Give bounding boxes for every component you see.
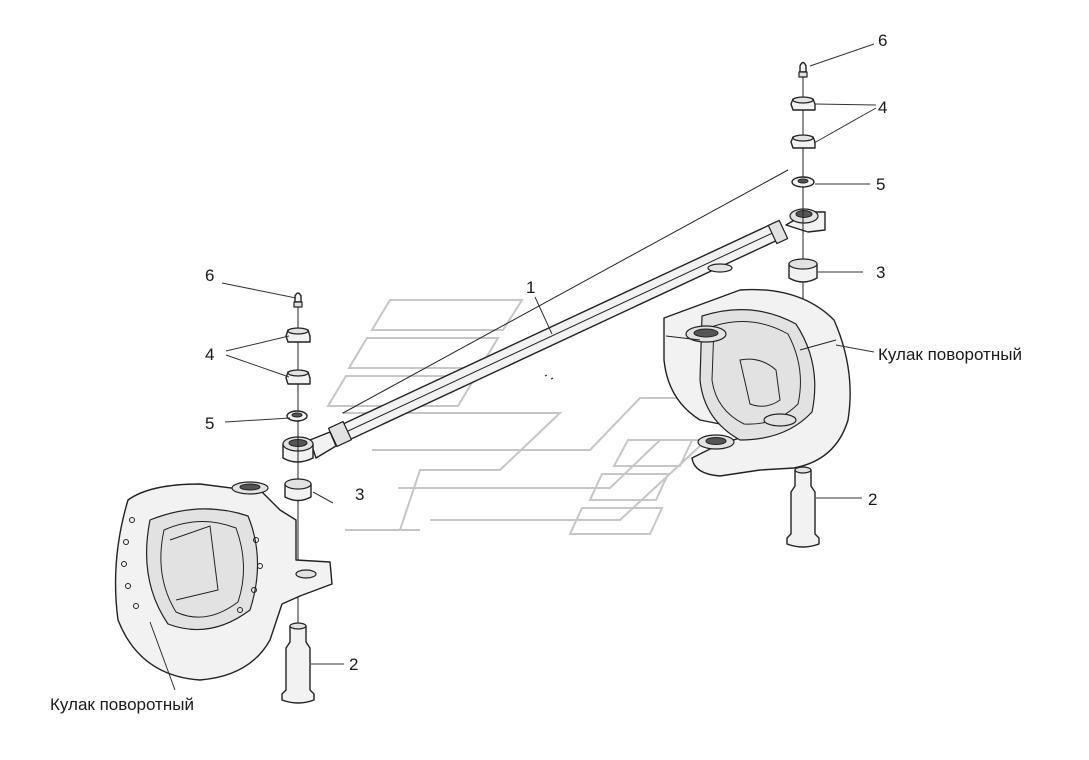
part-labels: 1 6 6 4 4 5 5 3 3 2 2 Кулак поворотный К… bbox=[50, 31, 1022, 714]
label-part-1: 1 bbox=[526, 278, 535, 297]
label-part-4-right: 4 bbox=[878, 98, 887, 117]
label-part-5-left: 5 bbox=[205, 414, 214, 433]
label-part-3-right: 3 bbox=[876, 263, 885, 282]
label-part-2-left: 2 bbox=[349, 655, 358, 674]
label-part-5-right: 5 bbox=[876, 175, 885, 194]
leader-lines bbox=[149, 43, 877, 691]
watermark-logo bbox=[326, 299, 820, 535]
label-part-2-right: 2 bbox=[868, 490, 877, 509]
label-part-3-left: 3 bbox=[355, 485, 364, 504]
tie-rod bbox=[282, 169, 826, 463]
left-pin-stack bbox=[281, 292, 315, 704]
right-pin-stack bbox=[786, 61, 820, 548]
label-part-4-left: 4 bbox=[205, 345, 214, 364]
label-part-6-left: 6 bbox=[205, 266, 214, 285]
label-part-6-right: 6 bbox=[878, 31, 887, 50]
label-knuckle-left: Кулак поворотный bbox=[50, 695, 194, 714]
left-steering-knuckle bbox=[114, 481, 333, 681]
label-knuckle-right: Кулак поворотный bbox=[878, 345, 1022, 364]
right-steering-knuckle bbox=[663, 263, 851, 477]
